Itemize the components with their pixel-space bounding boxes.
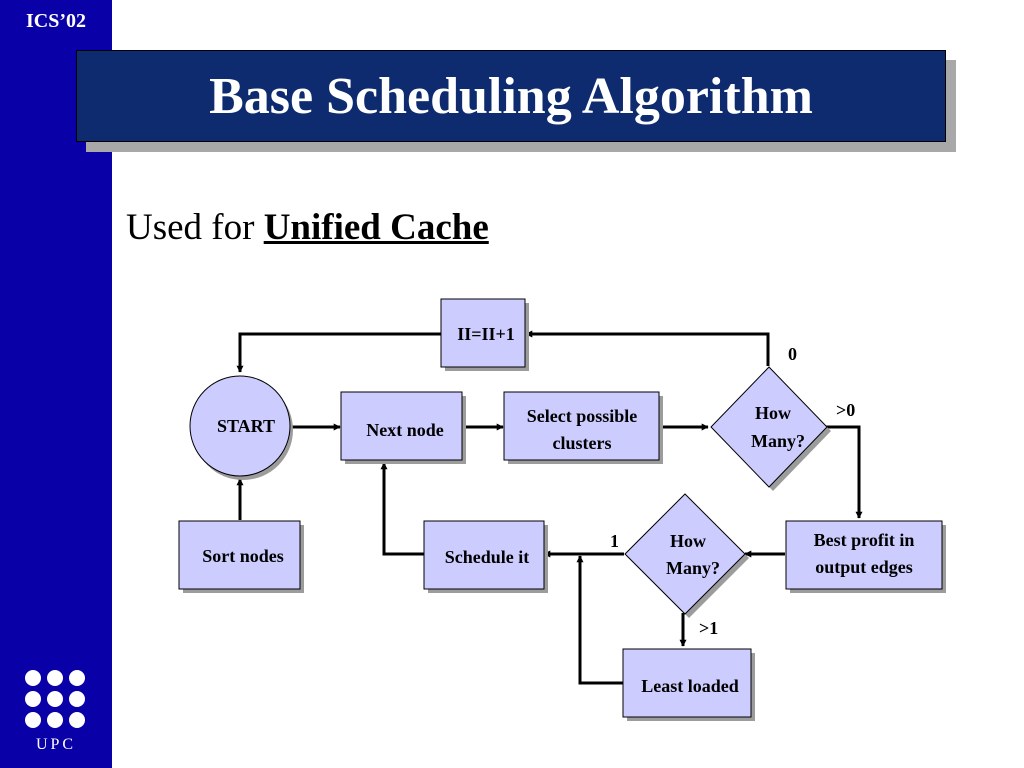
node-schedule-box — [423, 520, 545, 590]
bullet-prefix: Used for — [126, 207, 264, 248]
node-sort-label: Sort nodes — [202, 546, 284, 566]
node-select-line1: Select possible — [527, 406, 638, 426]
logo-text: UPC — [35, 736, 77, 753]
node-decision-bottom-line1: How — [670, 531, 706, 551]
node-leastloaded-label: Least loaded — [641, 676, 739, 696]
edge-label-one: 1 — [610, 531, 619, 551]
edge-label-more-than-one: >1 — [699, 618, 718, 638]
conference-label: ICS’02 — [25, 10, 86, 32]
node-ii-box — [440, 298, 526, 368]
bullet-emphasis: Unified Cache — [263, 207, 489, 248]
node-start-circle — [189, 375, 291, 477]
edge-label-more-than-zero: >0 — [836, 400, 855, 420]
node-bestprofit-line2: output edges — [815, 557, 913, 577]
bullet-square-icon — [92, 222, 103, 233]
node-bestprofit-box — [785, 520, 943, 590]
bullet-line: Used for Unified Cache — [126, 206, 489, 249]
slide-title: Base Scheduling Algorithm — [209, 67, 813, 125]
node-decision-top — [710, 366, 828, 488]
node-select-line2: clusters — [553, 433, 612, 453]
node-decision-top-line1: How — [755, 403, 791, 423]
node-sort-box — [178, 520, 301, 590]
node-decision-bottom — [624, 493, 746, 615]
edge-decision-to-ii — [525, 330, 770, 366]
upc-logo-icon — [25, 670, 85, 728]
edge-decision-to-bestprofit — [826, 425, 863, 519]
node-decision-top-line2: Many? — [751, 431, 805, 451]
node-decision-bottom-line2: Many? — [666, 558, 720, 578]
node-schedule-label: Schedule it — [445, 547, 530, 567]
edge-leastloaded-to-schedule — [576, 555, 623, 685]
node-bestprofit-line1: Best profit in — [814, 530, 915, 550]
node-select-box — [503, 391, 660, 461]
edge-schedule-to-next — [380, 462, 424, 556]
node-next-label: Next node — [366, 420, 444, 440]
node-start-label: START — [217, 416, 275, 436]
edge-label-zero: 0 — [788, 344, 797, 364]
node-leastloaded-box — [622, 648, 752, 718]
edge-ii-to-start — [236, 332, 442, 373]
title-banner: Base Scheduling Algorithm — [76, 50, 946, 142]
node-next-box — [340, 391, 463, 461]
node-ii-label: II=II+1 — [457, 324, 515, 344]
